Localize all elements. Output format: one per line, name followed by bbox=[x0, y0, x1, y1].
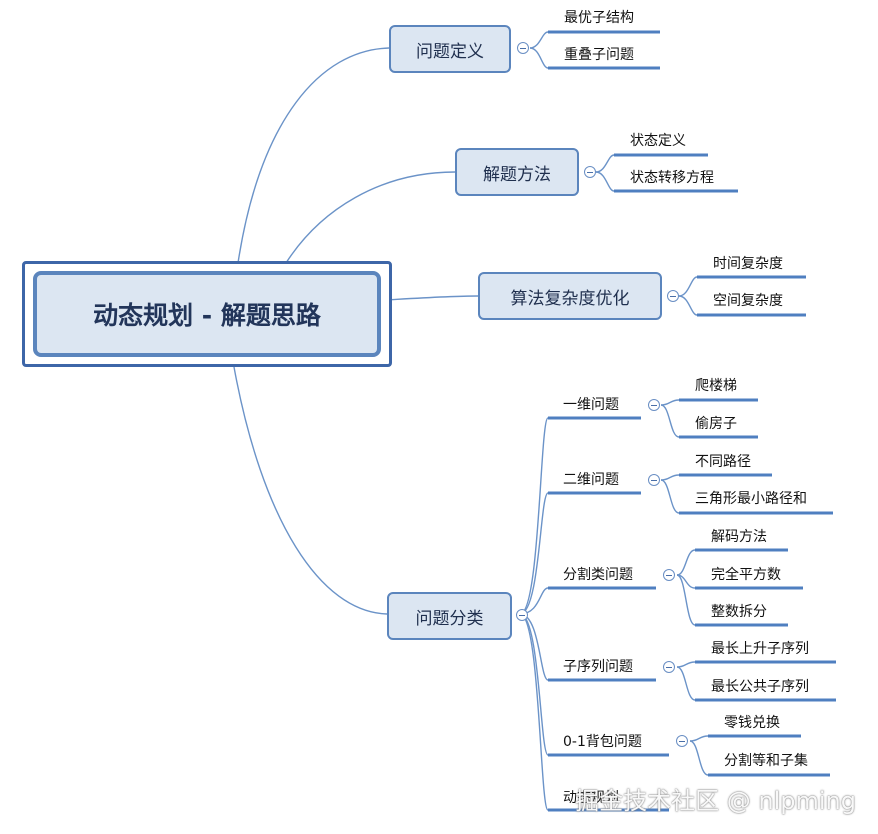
leaf-perfect-squares[interactable]: 完全平方数 bbox=[711, 567, 781, 583]
leaf-triangle-min-path[interactable]: 三角形最小路径和 bbox=[695, 491, 807, 507]
collapse-icon[interactable] bbox=[517, 42, 529, 54]
leaf-unique-paths[interactable]: 不同路径 bbox=[695, 454, 751, 470]
collapse-icon[interactable] bbox=[676, 735, 688, 747]
branch-solution-method[interactable]: 解题方法 bbox=[455, 148, 579, 196]
collapse-icon[interactable] bbox=[648, 474, 660, 486]
group-dp-more[interactable]: 动态规划 bbox=[563, 790, 619, 806]
branch-problem-definition[interactable]: 问题定义 bbox=[389, 25, 511, 73]
leaf-state-transition[interactable]: 状态转移方程 bbox=[630, 170, 714, 186]
leaf-state-definition[interactable]: 状态定义 bbox=[630, 133, 686, 149]
leaf-space-complexity[interactable]: 空间复杂度 bbox=[713, 293, 783, 309]
leaf-integer-break[interactable]: 整数拆分 bbox=[711, 604, 767, 620]
collapse-icon[interactable] bbox=[648, 399, 660, 411]
leaf-decode-ways[interactable]: 解码方法 bbox=[711, 529, 767, 545]
branch-problem-category[interactable]: 问题分类 bbox=[387, 592, 512, 640]
root-label: 动态规划 - 解题思路 bbox=[33, 271, 381, 357]
group-1d-problems[interactable]: 一维问题 bbox=[563, 397, 619, 413]
branch-complexity-optimization[interactable]: 算法复杂度优化 bbox=[478, 272, 662, 320]
leaf-coin-change[interactable]: 零钱兑换 bbox=[724, 715, 780, 731]
collapse-icon[interactable] bbox=[584, 166, 596, 178]
group-2d-problems[interactable]: 二维问题 bbox=[563, 472, 619, 488]
collapse-icon[interactable] bbox=[663, 661, 675, 673]
group-knapsack-problems[interactable]: 0-1背包问题 bbox=[563, 734, 642, 750]
group-partition-problems[interactable]: 分割类问题 bbox=[563, 567, 633, 583]
watermark-text: 掘金技术社区 @ nlpming bbox=[575, 787, 856, 815]
leaf-climbing-stairs[interactable]: 爬楼梯 bbox=[695, 378, 737, 394]
leaf-overlapping-subproblems[interactable]: 重叠子问题 bbox=[564, 47, 634, 63]
connector-root-complexity bbox=[385, 295, 479, 301]
leaf-lis[interactable]: 最长上升子序列 bbox=[711, 641, 809, 657]
root-node[interactable]: 动态规划 - 解题思路 bbox=[22, 261, 392, 367]
collapse-icon[interactable] bbox=[516, 609, 528, 621]
leaf-house-robber[interactable]: 偷房子 bbox=[695, 416, 737, 432]
connector-root-problem-def bbox=[237, 47, 390, 264]
leaf-lcs[interactable]: 最长公共子序列 bbox=[711, 679, 809, 695]
leaf-optimal-substructure[interactable]: 最优子结构 bbox=[564, 10, 634, 26]
collapse-icon[interactable] bbox=[663, 569, 675, 581]
connector-root-category bbox=[233, 366, 388, 615]
group-subsequence-problems[interactable]: 子序列问题 bbox=[563, 659, 633, 675]
connector-root-method bbox=[285, 171, 456, 264]
leaf-time-complexity[interactable]: 时间复杂度 bbox=[713, 256, 783, 272]
leaf-partition-equal-subset[interactable]: 分割等和子集 bbox=[724, 753, 808, 769]
collapse-icon[interactable] bbox=[667, 290, 679, 302]
